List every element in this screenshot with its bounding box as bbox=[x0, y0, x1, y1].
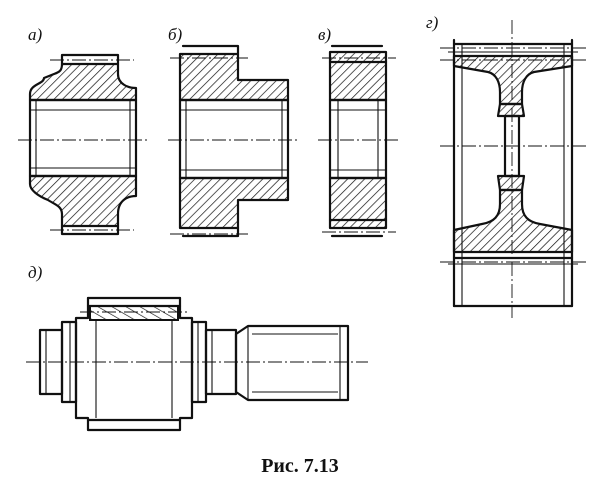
label-a: а) bbox=[28, 25, 43, 44]
label-b: б) bbox=[168, 25, 183, 44]
gear-v: в) bbox=[318, 25, 398, 238]
tooth-section-d bbox=[89, 305, 179, 321]
rim-bottom-g bbox=[452, 188, 574, 254]
hub-top-g bbox=[496, 102, 526, 118]
collar-right-d bbox=[190, 320, 208, 404]
label-v: в) bbox=[318, 25, 331, 44]
gear-body-d bbox=[74, 304, 194, 432]
section-bottom-b bbox=[178, 176, 290, 230]
rim-top-g bbox=[452, 54, 574, 106]
gear-a: а) bbox=[18, 25, 150, 236]
section-top-a bbox=[28, 62, 138, 102]
shaft-end-d bbox=[234, 324, 350, 402]
shaft-gear-d: д) bbox=[26, 263, 368, 432]
tooth-top-a bbox=[60, 53, 120, 66]
tooth-edges-v bbox=[330, 44, 384, 238]
figure-caption: Рис. 7.13 bbox=[261, 455, 339, 477]
hub-bottom-g bbox=[496, 174, 526, 192]
label-g: г) bbox=[426, 13, 439, 32]
section-top-v bbox=[328, 50, 388, 102]
gear-b: б) bbox=[168, 25, 300, 238]
label-d: д) bbox=[28, 263, 43, 282]
step-d bbox=[204, 328, 238, 396]
bore-b bbox=[178, 98, 290, 180]
section-bottom-a bbox=[28, 174, 138, 228]
bore-a bbox=[28, 98, 138, 178]
gear-g: г) bbox=[426, 13, 586, 318]
tooth-top-b bbox=[181, 44, 240, 56]
tooth-bottom-b bbox=[181, 226, 240, 238]
bore-v bbox=[328, 98, 388, 180]
section-top-b bbox=[178, 52, 290, 102]
